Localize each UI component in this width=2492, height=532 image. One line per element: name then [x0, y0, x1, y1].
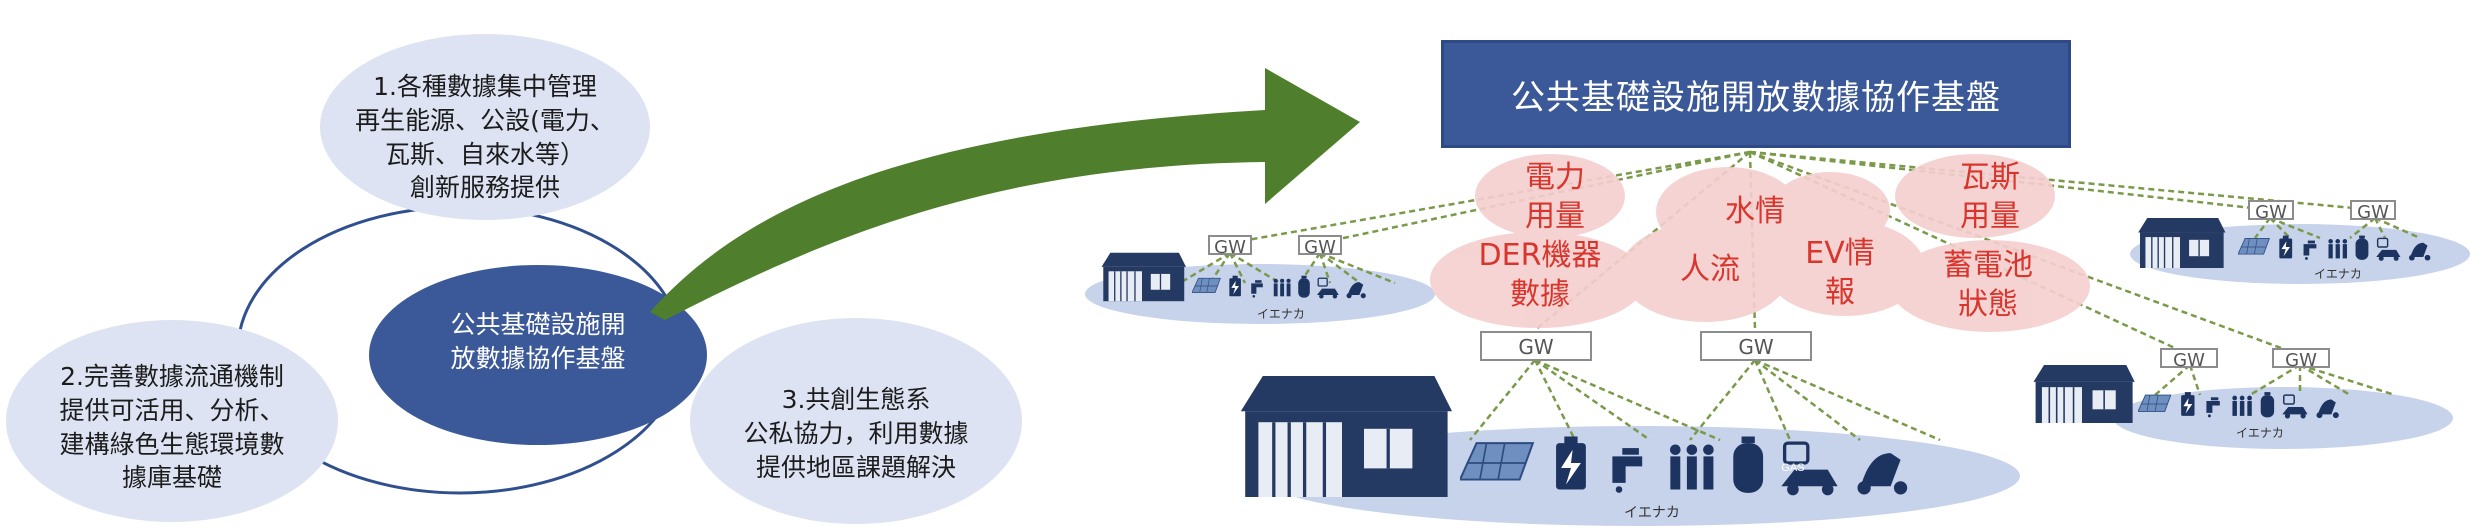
- cloud-der-data: DER機器數據: [1478, 238, 1602, 312]
- cloud-battery-status: 蓄電池狀態: [1943, 248, 2033, 322]
- platform-banner: 公共基礎設施開放數據協作基盤: [1441, 40, 2071, 148]
- cloud-ev-info: EV情報: [1805, 236, 1875, 310]
- gateway-top-right-2: GW: [2350, 200, 2396, 222]
- cloud-gas-usage: 瓦斯用量: [1960, 160, 2020, 234]
- house-label-bottom: イエナカ: [1624, 505, 1680, 521]
- cloud-water: 水情: [1725, 194, 1785, 229]
- gateway-bottom-right-1: GW: [2160, 348, 2218, 370]
- gateway-bottom-right-2: GW: [2272, 348, 2330, 370]
- house-label-left: イエナカ: [1257, 307, 1305, 321]
- gateway-bottom-1: GW: [1480, 331, 1592, 361]
- gateway-left-1: GW: [1208, 235, 1252, 257]
- cloud-power-usage: 電力用量: [1525, 160, 1585, 234]
- house-top-right: [2137, 218, 2227, 268]
- node-1-ellipse: [320, 34, 650, 220]
- node-3-ellipse: [690, 318, 1022, 524]
- house-bottom-right: [2032, 365, 2136, 423]
- house-label-bottom-right: イエナカ: [2236, 426, 2284, 440]
- cloud-people-flow: 人流: [1680, 252, 1740, 287]
- house-base-bottom-right: [2113, 387, 2453, 449]
- house-label-top-right: イエナカ: [2314, 267, 2362, 281]
- house-base-bottom: [1260, 426, 2020, 526]
- green-arrow: [650, 68, 1360, 320]
- node-2-text: 2.完善數據流通機制 提供可活用、分析、 建構綠色生態環境數 據庫基礎: [59, 362, 285, 493]
- data-cloud: [1430, 154, 2090, 332]
- center-text: 公共基礎設施開 放數據協作基盤: [450, 310, 626, 373]
- gas-tank-label: GAS: [1781, 462, 1804, 474]
- node-1-text: 1.各種數據集中管理 再生能源、公設(電力、 瓦斯、自來水等） 創新服務提供: [355, 72, 615, 203]
- node-2-ellipse: [6, 320, 338, 522]
- gateway-left-2: GW: [1298, 235, 1342, 257]
- house-left: [1100, 252, 1186, 302]
- house-bottom: [1239, 376, 1452, 497]
- node-3-text: 3.共創生態系 公私協力，利用數據 提供地區課題解決: [743, 385, 969, 482]
- center-ellipse: [369, 265, 707, 445]
- gateway-bottom-2: GW: [1700, 331, 1812, 361]
- gateway-top-right-1: GW: [2248, 200, 2294, 222]
